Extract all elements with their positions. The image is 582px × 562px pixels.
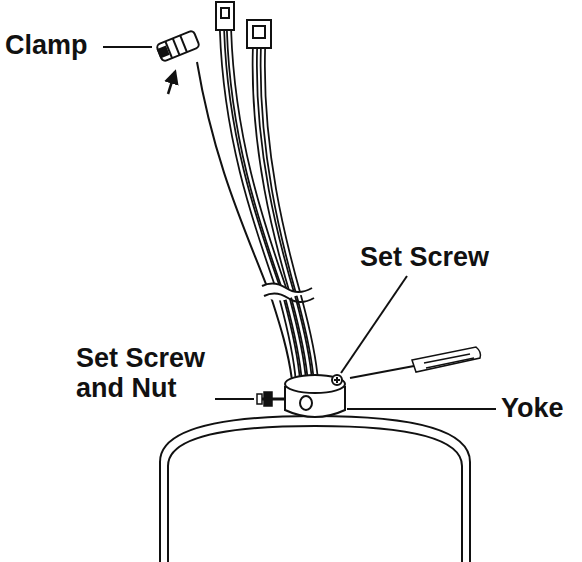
wire-bundle <box>222 30 316 382</box>
clamp <box>156 30 200 62</box>
part-label: Set Screw <box>360 242 530 272</box>
yoke <box>285 375 345 417</box>
part-label: Clamp <box>5 30 105 60</box>
break-marks <box>262 283 314 302</box>
part-label: Yoke <box>501 393 579 423</box>
tank <box>160 416 470 562</box>
wire-connectors <box>216 2 271 48</box>
part-label: Set Screw and Nut <box>76 343 234 403</box>
screwdriver <box>350 347 481 378</box>
set-screw-and-nut <box>257 392 285 406</box>
direction-arrow <box>168 72 175 94</box>
